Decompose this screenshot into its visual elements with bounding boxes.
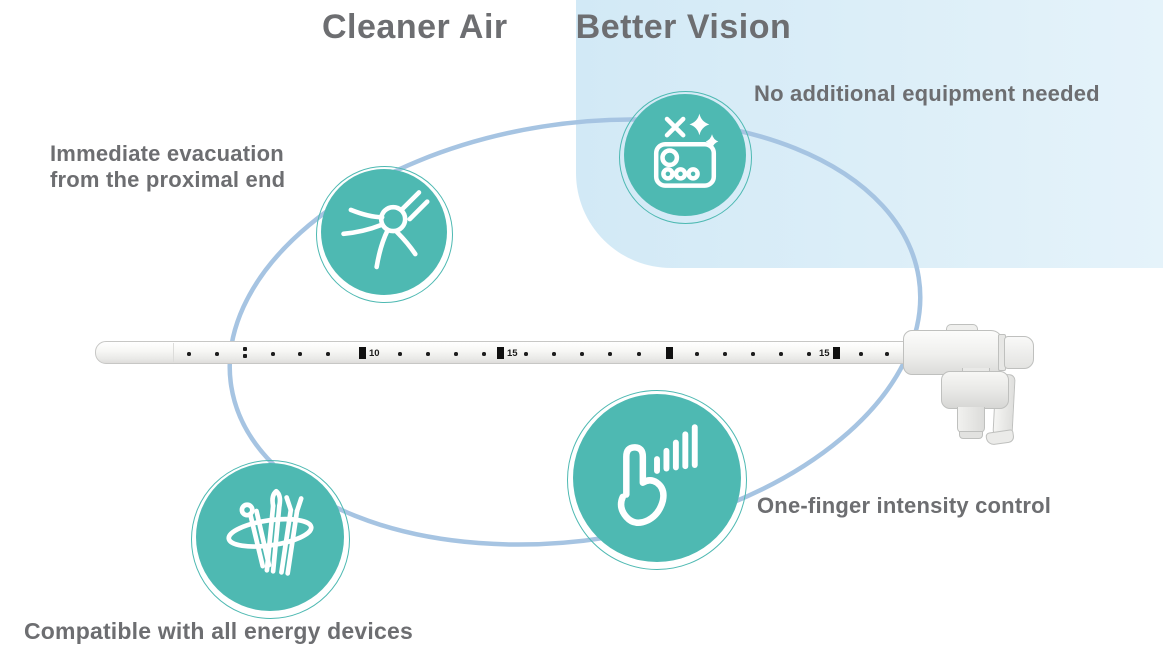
title-left: Cleaner Air: [322, 8, 508, 46]
suction-tube: 10 15 15: [95, 341, 928, 364]
scale-dot: [271, 352, 275, 356]
scale-dot: [859, 352, 863, 356]
scale-label: 15: [507, 348, 518, 359]
label-no-additional-equipment: No additional equipment needed: [754, 81, 1100, 106]
scale-dot: [608, 352, 612, 356]
scale-dot: [779, 352, 783, 356]
scale-band: [359, 347, 366, 359]
scale-double-dot: [243, 347, 247, 351]
scale-dot: [723, 352, 727, 356]
scale-dot: [524, 352, 528, 356]
smoke-suction-icon: [341, 190, 430, 270]
finger-intensity-bars-icon: [617, 424, 698, 526]
label-immediate-evacuation: Immediate evacuation from the proximal e…: [50, 141, 285, 193]
handle-end-cap: [1004, 336, 1034, 369]
label-line: from the proximal end: [50, 167, 286, 192]
scale-dot: [398, 352, 402, 356]
scale-band: [497, 347, 504, 359]
scale-dot: [215, 352, 219, 356]
scale-dot: [426, 352, 430, 356]
scale-band: [666, 347, 673, 359]
scale-dot: [482, 352, 486, 356]
scale-dot: [580, 352, 584, 356]
energy-circle: [196, 463, 344, 611]
scale-dot: [326, 352, 330, 356]
label-energy-compatibility: Compatible with all energy devices: [24, 618, 413, 644]
scale-dot: [807, 352, 811, 356]
scale-dot: [695, 352, 699, 356]
tube-seam: [173, 343, 174, 362]
scale-dot: [751, 352, 755, 356]
title-right: Better Vision: [575, 8, 792, 46]
scale-label: 15: [819, 348, 830, 359]
evacuation-circle: [321, 169, 447, 295]
label-one-finger-control: One-finger intensity control: [757, 493, 1052, 518]
scale-dot: [187, 352, 191, 356]
valve-port-tip: [959, 431, 983, 439]
label-line: Immediate evacuation: [50, 141, 284, 166]
no-equipment-circle: [624, 94, 746, 216]
scale-dot: [454, 352, 458, 356]
handle-body: [903, 330, 1003, 375]
handle-top-bump: [946, 324, 978, 334]
scale-label: 10: [369, 348, 380, 359]
valve-down-port: [957, 407, 985, 433]
scale-dot: [637, 352, 641, 356]
scale-dot: [298, 352, 302, 356]
crossed-control-box-sparkle-icon: [653, 113, 719, 188]
intensity-circle: [573, 394, 741, 562]
energy-instruments-orbit-icon: [226, 488, 314, 576]
scale-double-dot: [243, 354, 247, 358]
scale-dot: [552, 352, 556, 356]
scale-dot: [885, 352, 889, 356]
valve-body: [941, 371, 1009, 409]
scale-band: [833, 347, 840, 359]
page-title: Cleaner Air Better Vision: [322, 8, 791, 47]
